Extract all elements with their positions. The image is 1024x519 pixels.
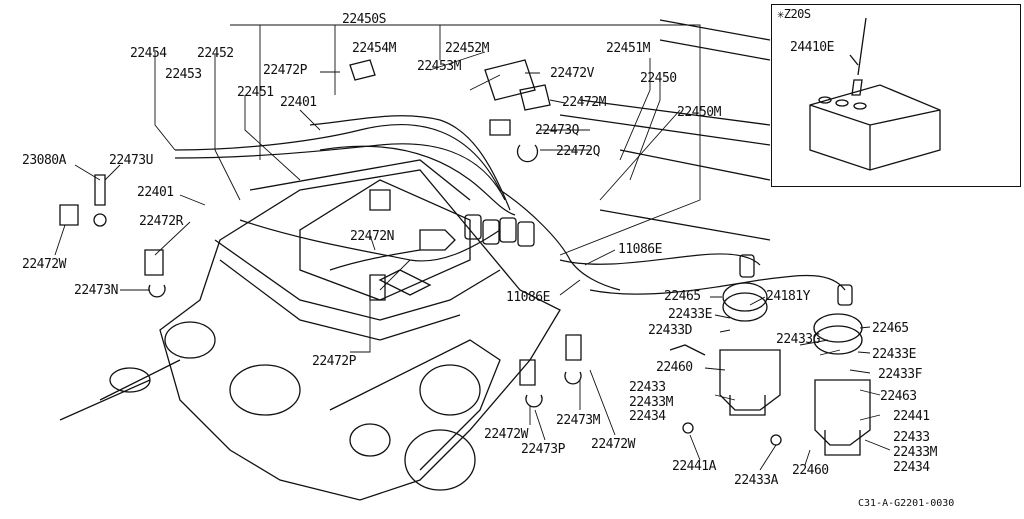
part-label: 22450M	[677, 105, 721, 120]
part-label: 22433D	[648, 323, 692, 338]
plug-caps	[464, 214, 853, 306]
part-label: 22460	[792, 463, 829, 478]
part-label: 22433	[629, 380, 666, 395]
part-label: 22473N	[74, 283, 118, 298]
part-label: 22434	[893, 460, 930, 475]
part-label: 22453M	[417, 59, 461, 74]
z20s-inset-frame	[771, 4, 1021, 187]
part-label: 22472P	[312, 354, 356, 369]
ignition-wires	[174, 115, 846, 295]
part-label: 22473M	[556, 413, 600, 428]
part-label: 22473Q	[535, 123, 579, 138]
part-label: 22433G	[776, 332, 820, 347]
battery-inset-drawing	[809, 17, 941, 171]
part-label: 24181Y	[766, 289, 810, 304]
part-label: 22450S	[342, 12, 386, 27]
part-label: 22472M	[562, 95, 606, 110]
distributor-bodies	[669, 344, 871, 456]
part-label: 22452M	[445, 41, 489, 56]
part-label: 22472P	[263, 63, 307, 78]
distributor-caps	[722, 282, 863, 355]
inset-title: ✳Z20S	[777, 7, 811, 21]
part-label: 22451	[237, 85, 274, 100]
part-label: 11086E	[506, 290, 550, 305]
part-label: 22460	[656, 360, 693, 375]
part-label: 22472W	[484, 427, 528, 442]
part-label: 22472R	[139, 214, 183, 229]
part-label: 22454	[130, 46, 167, 61]
part-label: 22433F	[878, 367, 922, 382]
part-label: 22401	[280, 95, 317, 110]
part-label: 22465	[872, 321, 909, 336]
part-label: 22441	[893, 409, 930, 424]
part-label: 22454M	[352, 41, 396, 56]
part-label: 22472W	[22, 257, 66, 272]
part-label: 11086E	[618, 242, 662, 257]
part-label: 22450	[640, 71, 677, 86]
part-label: 22451M	[606, 41, 650, 56]
part-label: 22433E	[872, 347, 916, 362]
part-label: 22472N	[350, 229, 394, 244]
part-label: 22441A	[672, 459, 716, 474]
drawing-code: C31-A-G2201-0030	[858, 498, 955, 509]
inset-part-label: 24410E	[790, 40, 834, 55]
part-label: 22473P	[521, 442, 565, 457]
part-label: 22473U	[109, 153, 153, 168]
part-label: 22433E	[668, 307, 712, 322]
leader-lines	[54, 24, 891, 471]
part-label: 22472W	[591, 437, 635, 452]
part-label: 22452	[197, 46, 234, 61]
part-label: 22433	[893, 430, 930, 445]
part-label: 22465	[664, 289, 701, 304]
part-label: 22434	[629, 409, 666, 424]
part-label: 22463	[880, 389, 917, 404]
part-label: 22433M	[629, 395, 673, 410]
part-label: 23080A	[22, 153, 66, 168]
body-panel-lines	[559, 19, 771, 241]
part-label: 22433M	[893, 445, 937, 460]
part-label: 22453	[165, 67, 202, 82]
part-label: 22472V	[550, 66, 594, 81]
part-label: 22401	[137, 185, 174, 200]
part-label: 22472Q	[556, 144, 600, 159]
engine-block	[59, 159, 561, 501]
part-label: 22433A	[734, 473, 778, 488]
